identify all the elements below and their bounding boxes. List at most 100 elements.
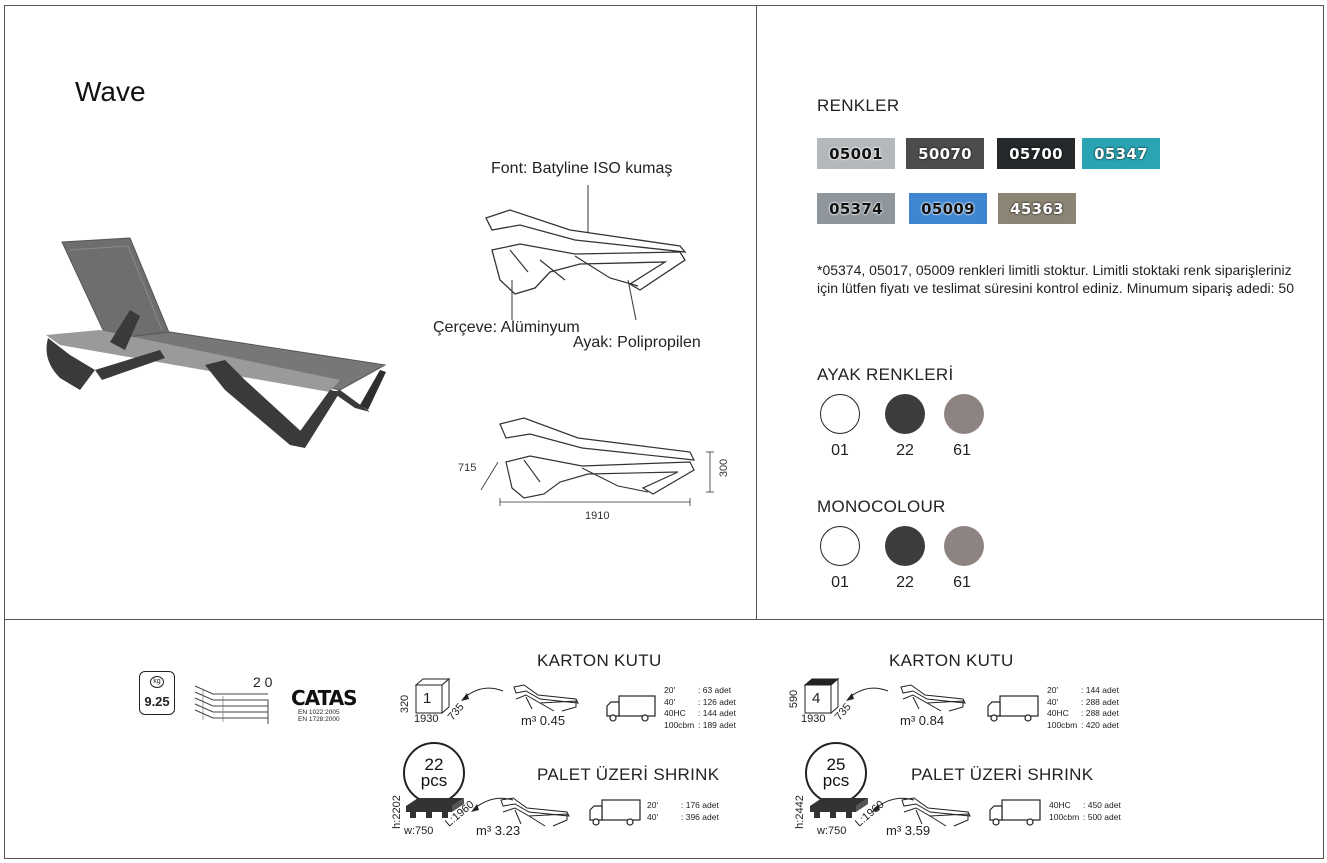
shipping-table-2: 20' : 144 adet 40': 288 adet 40HC : 288 ad… <box>1047 685 1127 731</box>
carton-title-2: KARTON KUTU <box>889 651 1014 670</box>
packaging-panel <box>4 619 1324 859</box>
lounger-icon-1 <box>513 684 579 712</box>
container-qty: : 144 adet <box>1081 685 1119 695</box>
fabric-label: Font: Batyline ISO kumaş <box>491 160 673 177</box>
box-qty-2: 4 <box>812 690 821 707</box>
frame-label: Çerçeve: Alüminyum <box>433 319 580 336</box>
weight-value: 9.25 <box>144 694 170 709</box>
container-type: 20' <box>647 800 659 810</box>
side-drawing <box>485 185 687 320</box>
container-qty: : 63 adet <box>698 685 732 695</box>
shipping-row: 20' : 144 adet <box>1047 685 1127 697</box>
swatch-05700[interactable]: 05700 <box>997 138 1075 169</box>
pallet-volume-unit-1: m³ <box>476 823 492 838</box>
leg-color-22[interactable] <box>885 394 925 434</box>
leg-color-01-label: 01 <box>831 442 849 459</box>
cert-line-2: EN 1728:2000 <box>298 716 340 723</box>
leg-color-01[interactable] <box>820 394 860 434</box>
leg-color-61-label: 61 <box>953 442 971 459</box>
pallet-title-1: PALET ÜZERİ SHRINK <box>537 765 720 784</box>
pallet-volume-value-1: 3.23 <box>494 823 521 838</box>
container-qty: : 420 adet <box>1081 719 1119 730</box>
box-qty-1: 1 <box>423 690 432 707</box>
shipping-row: 40': 288 adet <box>1047 697 1127 709</box>
dimension-width: 715 <box>458 462 477 474</box>
leg-label: Ayak: Polipropilen <box>573 334 701 351</box>
mono-color-22[interactable] <box>885 526 925 566</box>
kg-icon: kg <box>150 676 164 688</box>
pallet-unit-2: pcs <box>822 771 850 790</box>
leg-colors-heading: AYAK RENKLERİ <box>817 365 954 384</box>
shipping-row: 20': 63 adet <box>664 685 744 697</box>
shipping-row: 100cbm: 500 adet <box>1049 812 1129 824</box>
container-qty: : 144 adet <box>698 708 736 718</box>
pallet-icon-1 <box>406 798 464 818</box>
volume-value-2: 0.84 <box>918 713 945 728</box>
shipping-row: 40HC : 288 adet <box>1047 708 1127 720</box>
container-qty: : 450 adet <box>1083 800 1121 810</box>
pallet-qty-badge-2: 25 pcs <box>805 742 867 804</box>
dimension-length: 1910 <box>585 510 610 522</box>
pallet-volume-unit-2: m³ <box>886 823 902 838</box>
box-height-1: 320 <box>399 694 412 714</box>
container-type: 40HC <box>664 708 686 718</box>
lounger-icon-4 <box>901 797 971 827</box>
box-icon-2 <box>803 677 840 715</box>
container-type: 40' <box>664 696 676 707</box>
container-qty: : 500 adet <box>1083 811 1121 822</box>
mono-color-61[interactable] <box>944 526 984 566</box>
pallet-qty-2: 25 <box>826 755 846 774</box>
shipping-row: 40': 126 adet <box>664 697 744 709</box>
stock-note: *05374, 05017, 05009 renkleri limitli st… <box>817 262 1294 296</box>
swatch-05009[interactable]: 05009 <box>909 193 987 224</box>
pallet-width-2: w:750 <box>817 825 847 837</box>
pallet-height-1: h:2202 <box>390 795 403 829</box>
volume-value-1: 0.45 <box>539 713 566 728</box>
colors-heading: RENKLER <box>817 96 900 115</box>
pallet-shipping-table-2: 40HC : 450 adet 100cbm: 500 adet <box>1049 800 1129 823</box>
swatch-05001[interactable]: 05001 <box>817 138 895 169</box>
dimension-height: 300 <box>718 458 731 478</box>
arrow-icon-3 <box>846 687 889 701</box>
volume-unit-1: m³ <box>521 713 537 728</box>
container-qty: : 288 adet <box>1081 708 1119 718</box>
container-type: 40HC <box>1047 708 1069 718</box>
shipping-row: 100cbm: 189 adet <box>664 720 744 732</box>
pallet-volume-label-2: m³ 3.59 <box>886 823 930 838</box>
swatch-50070[interactable]: 50070 <box>906 138 984 169</box>
monocolour-heading: MONOCOLOUR <box>817 497 946 516</box>
container-type: 100cbm <box>1047 719 1078 730</box>
arrow-icon-4 <box>872 797 915 812</box>
container-qty: : 189 adet <box>698 719 736 730</box>
volume-label-1: m³ 0.45 <box>521 713 565 728</box>
catas-logo: CATAS <box>291 686 358 710</box>
container-type: 20' <box>1047 685 1059 695</box>
swatch-45363[interactable]: 45363 <box>998 193 1076 224</box>
pallet-qty-badge-1: 22 pcs <box>403 742 465 804</box>
container-qty: : 288 adet <box>1081 696 1119 707</box>
product-title: Wave <box>75 76 146 107</box>
pallet-width-1: w:750 <box>404 825 434 837</box>
stack-icon <box>194 685 269 724</box>
arrow-icon-1 <box>461 687 504 701</box>
mono-color-01[interactable] <box>820 526 860 566</box>
leg-color-61[interactable] <box>944 394 984 434</box>
container-qty: : 396 adet <box>681 811 719 822</box>
weight-icon: kg 9.25 <box>139 671 175 715</box>
container-type: 40HC <box>1049 800 1071 810</box>
shipping-row: 20': 176 adet <box>647 800 727 812</box>
mono-color-01-label: 01 <box>831 574 849 591</box>
truck-icon-3 <box>987 695 1039 722</box>
container-type: 100cbm <box>1049 811 1080 822</box>
swatch-05347[interactable]: 05347 <box>1082 138 1160 169</box>
swatch-05374[interactable]: 05374 <box>817 193 895 224</box>
pallet-volume-label-1: m³ 3.23 <box>476 823 520 838</box>
carton-title-1: KARTON KUTU <box>537 651 662 670</box>
leg-color-22-label: 22 <box>896 442 914 459</box>
sunlounger-photo <box>46 237 387 448</box>
box-icon-1 <box>414 677 451 715</box>
shipping-row: 40HC : 144 adet <box>664 708 744 720</box>
pallet-shipping-table-1: 20': 176 adet 40': 396 adet <box>647 800 727 823</box>
volume-unit-2: m³ <box>900 713 916 728</box>
arrow-icon-2 <box>471 797 514 812</box>
